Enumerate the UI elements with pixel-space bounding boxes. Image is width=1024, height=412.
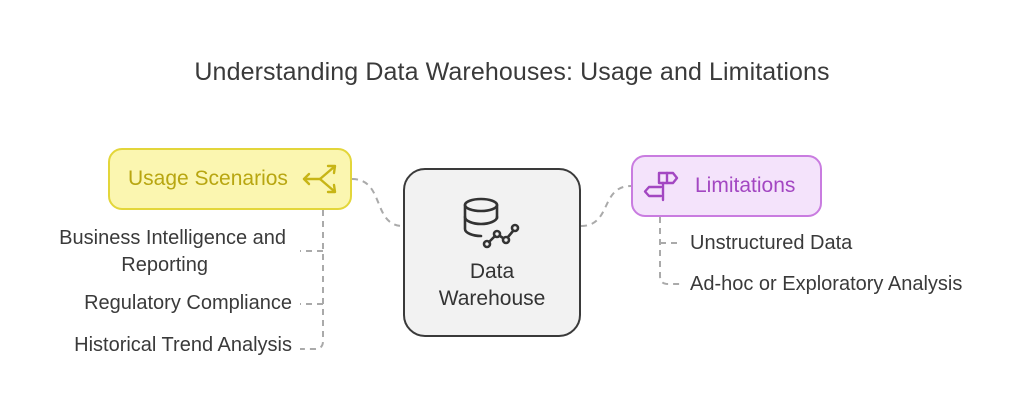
diagram-title: Understanding Data Warehouses: Usage and… bbox=[194, 58, 830, 86]
limitation-item-adhoc-analysis: Ad-hoc or Exploratory Analysis bbox=[690, 273, 963, 295]
usage-item-historical-trend: Historical Trend Analysis bbox=[74, 334, 292, 356]
split-arrows-icon bbox=[302, 164, 337, 194]
signpost-icon bbox=[643, 171, 679, 202]
limitations-label: Limitations bbox=[695, 174, 796, 197]
usage-item-line: Business Intelligence and bbox=[59, 227, 286, 249]
data-warehouse-node[interactable] bbox=[403, 168, 581, 337]
data-warehouse-label: Data Warehouse bbox=[403, 258, 581, 312]
limitation-item-unstructured-data: Unstructured Data bbox=[690, 232, 853, 254]
data-warehouse-label-line1: Data bbox=[469, 260, 515, 283]
usage-item-line: Reporting bbox=[121, 254, 208, 276]
limitations-tree-trunk bbox=[659, 217, 682, 285]
usage-scenarios-label: Usage Scenarios bbox=[128, 167, 288, 190]
database-network-icon bbox=[463, 197, 520, 249]
usage-item-regulatory-compliance: Regulatory Compliance bbox=[84, 292, 292, 314]
usage-item-business-intelligence: Business Intelligence and Reporting bbox=[20, 225, 286, 279]
usage-to-center-connector bbox=[351, 178, 404, 227]
center-to-limitations-connector bbox=[580, 185, 632, 227]
data-warehouse-label-line2: Warehouse bbox=[438, 287, 546, 310]
usage-tree-trunk bbox=[300, 210, 324, 350]
